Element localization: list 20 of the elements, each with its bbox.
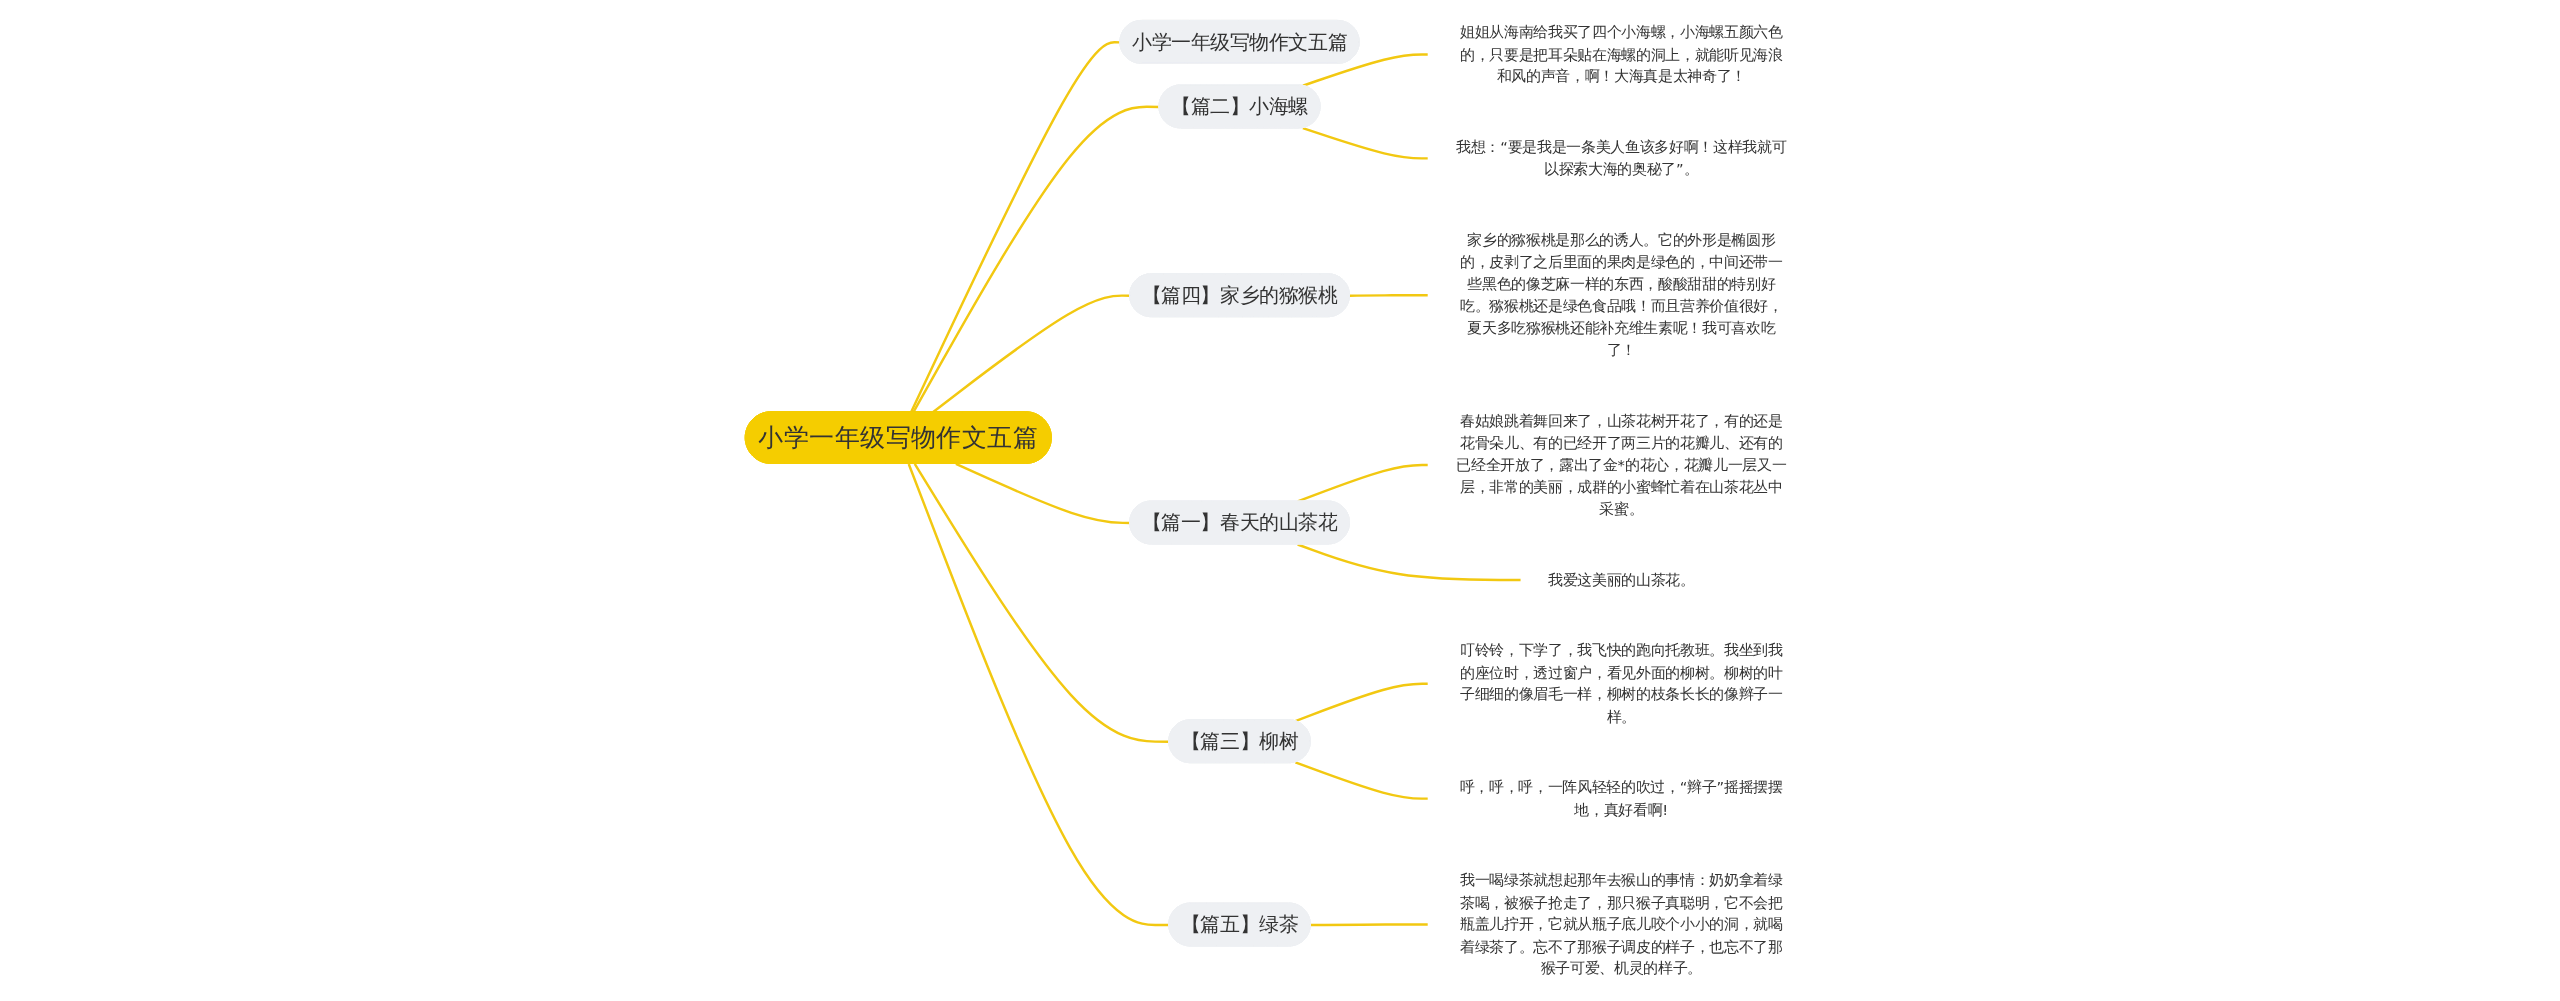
connector xyxy=(913,463,1170,743)
connector xyxy=(912,105,1160,413)
connector xyxy=(1294,682,1428,723)
connector xyxy=(1294,761,1428,800)
node-text: 家乡的猕猴桃是那么的诱人。它的外形是椭圆形的，皮剥了之后里面的果肉是绿色的，中间还带一些黑色的像芝麻一样的东西，酸酸甜甜的特别好吃。猕猴桃还是绿色食品哦！而且营养价值很好，夏天多吃猕猴桃还能补充维生素呢！我可喜欢吃了！ xyxy=(1459,231,1783,359)
connector xyxy=(1302,53,1428,87)
node-text: 我一喝绿茶就想起那年去猴山的事情：奶奶拿着绿茶喝，被猴子抢走了，那只猴子真聪明，它不会把瓶盖儿拧开，它就从瓶子底儿咬个小小的洞，就喝着绿茶了。忘不了那猴子调皮的样子，也忘不了那猴子可爱、机灵的样子。 xyxy=(1459,871,1783,978)
connector xyxy=(955,462,1131,525)
node-text: 姐姐从海南给我买了四个小海螺，小海螺五颜六色的，只要是把耳朵贴在海螺的洞上，就能听见海浪和风的声音，啊！大海真是太神奇了！ xyxy=(1459,23,1783,86)
connector xyxy=(909,41,1121,413)
connector xyxy=(907,463,1170,927)
node-text: 春姑娘跳着舞回来了，山茶花树开花了，有的还是花骨朵儿、有的已经开了两三片的花瓣儿、还有的已经全开放了，露出了金*的花心，花瓣儿一层又一层，非常的美丽，成群的小蜜蜂忙着在山茶花丛中采蜜。 xyxy=(1456,412,1787,518)
connector xyxy=(1349,294,1428,297)
connector xyxy=(1297,543,1521,582)
connector xyxy=(1310,923,1428,927)
connector xyxy=(1302,126,1428,160)
node-text: 我想：“要是我是一条美人鱼该多好啊！这样我就可以探索大海的奥秘了”。 xyxy=(1456,138,1787,178)
node-text: 呼，呼，呼，一阵风轻轻的吹过，“辫子”摇摇摆摆地，真好看啊! xyxy=(1459,778,1783,819)
node-text: 我爱这美丽的山茶花。 xyxy=(1547,570,1695,589)
node-text: 叮铃铃，下学了，我飞快的跑向托教班。我坐到我的座位时，透过窗户，看见外面的柳树。柳树的叶子细细的像眉毛一样，柳树的枝条长长的像辫子一样。 xyxy=(1459,641,1783,726)
